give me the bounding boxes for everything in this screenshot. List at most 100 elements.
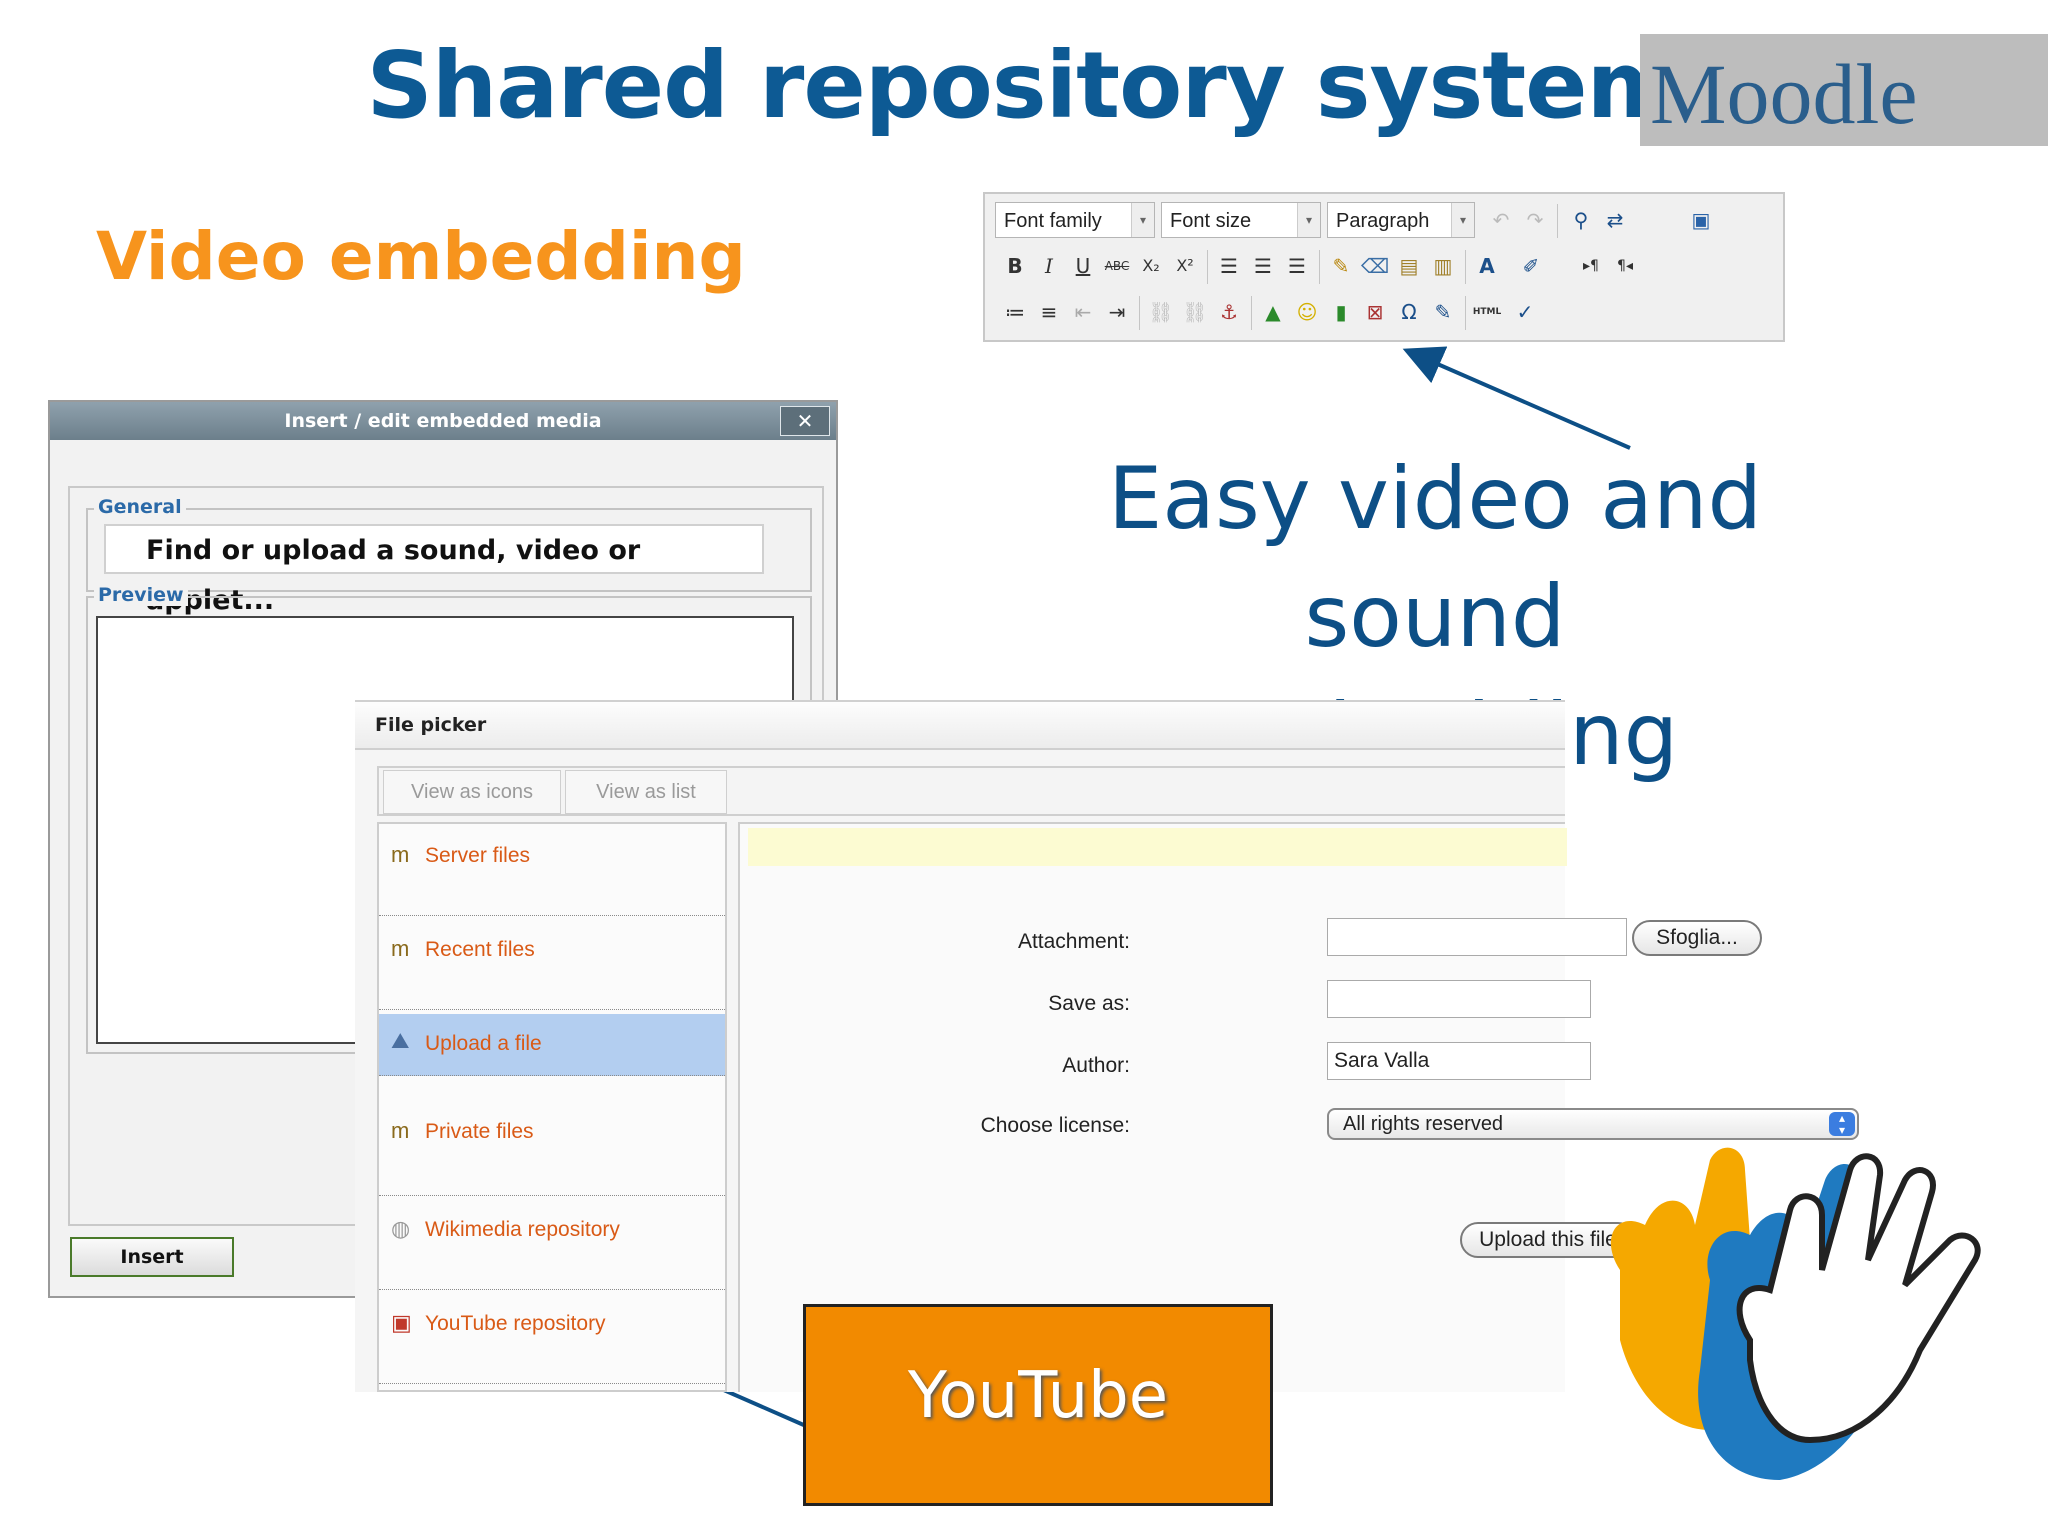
upload-panel: Attachment: Sfoglia... Save as: Author: … (738, 822, 1859, 1392)
emoticon-icon[interactable]: ☺ (1296, 300, 1318, 324)
bullet-list-icon[interactable]: ≔ (1005, 300, 1025, 324)
moodle-logo: Moodle (1650, 46, 1918, 142)
undo-icon[interactable]: ↶ (1492, 208, 1510, 232)
underline-icon[interactable]: U (1075, 254, 1091, 278)
fullscreen-icon[interactable]: ▣ (1691, 208, 1711, 232)
repo-item-recent-files[interactable]: m Recent files (379, 918, 725, 1010)
nonbreaking-icon[interactable]: ⊠ (1366, 300, 1384, 324)
font-family-label: Font family (1004, 210, 1102, 232)
ltr-icon[interactable]: ▸¶ (1583, 258, 1599, 274)
replace-icon[interactable]: ⇄ (1606, 208, 1624, 232)
outdent-icon[interactable]: ⇤ (1074, 300, 1092, 324)
moodle-logo-box (1640, 34, 2048, 146)
toolbar-divider (1139, 296, 1140, 330)
media-icon[interactable]: ▮ (1335, 300, 1347, 324)
upload-file-button[interactable]: Upload this file (1460, 1222, 1636, 1258)
toolbar-divider (1557, 204, 1558, 238)
dialog-titlebar: Insert / edit embedded media (50, 402, 836, 440)
repo-label: Server files (425, 844, 531, 867)
repo-label: Recent files (425, 938, 535, 961)
general-legend: General (94, 496, 186, 518)
upload-icon: ⛰ (391, 1028, 410, 1053)
edit-icon[interactable]: ✎ (1434, 300, 1452, 324)
toolbar-divider (1465, 250, 1466, 284)
repo-label: Upload a file (425, 1032, 542, 1055)
license-value: All rights reserved (1343, 1113, 1504, 1135)
font-size-select[interactable]: Font size ▾ (1161, 202, 1321, 238)
repo-item-private-files[interactable]: m Private files (379, 1078, 725, 1196)
text-color-icon[interactable]: A (1479, 254, 1495, 278)
youtube-callout-label: YouTube (907, 1359, 1169, 1433)
chevron-down-icon: ▾ (1451, 203, 1474, 237)
highlight-icon[interactable]: ✐ (1522, 254, 1540, 278)
author-field[interactable]: Sara Valla (1327, 1042, 1591, 1080)
superscript-icon[interactable]: X² (1176, 256, 1194, 275)
close-icon[interactable]: ✕ (780, 406, 830, 436)
paragraph-select[interactable]: Paragraph ▾ (1327, 202, 1475, 238)
browse-button[interactable]: Sfoglia... (1632, 920, 1762, 956)
toolbar-divider (1465, 296, 1466, 330)
insert-button[interactable]: Insert (70, 1237, 234, 1277)
attachment-label: Attachment: (1017, 930, 1130, 953)
slide-title: Shared repository system (366, 32, 1683, 139)
align-left-icon[interactable]: ☰ (1220, 254, 1238, 278)
strikethrough-icon[interactable]: ABC (1104, 259, 1130, 273)
repo-item-server-files[interactable]: m Server files (379, 824, 725, 916)
wikimedia-icon: ◍ (391, 1216, 411, 1241)
author-label: Author: (1062, 1054, 1130, 1077)
file-picker: File picker View as icons View as list m… (355, 700, 1859, 1392)
general-fieldset (86, 508, 812, 592)
toolbar-arrow (1402, 346, 1631, 450)
paragraph-label: Paragraph (1336, 210, 1430, 232)
white-hand (1736, 1153, 1981, 1444)
repo-label: Private files (425, 1120, 534, 1143)
chevron-down-icon: ▾ (1297, 203, 1320, 237)
file-picker-title: File picker (355, 700, 1565, 750)
italic-icon[interactable]: I (1045, 254, 1053, 278)
find-icon[interactable]: ⚲ (1573, 208, 1589, 232)
repo-item-upload-file[interactable]: ⛰ Upload a file (379, 1014, 725, 1076)
eraser-icon[interactable]: ⌫ (1360, 254, 1390, 278)
license-select[interactable]: All rights reserved ▴▾ (1327, 1108, 1859, 1140)
save-as-field[interactable] (1327, 980, 1591, 1018)
repo-item-youtube[interactable]: ▣ YouTube repository (379, 1292, 725, 1384)
redo-icon[interactable]: ↷ (1526, 208, 1544, 232)
link-icon[interactable]: ⛓ (1148, 300, 1174, 324)
repo-label: Wikimedia repository (425, 1218, 620, 1241)
spellcheck-icon[interactable]: ✓ (1516, 300, 1534, 324)
special-char-icon[interactable]: Ω (1401, 300, 1417, 324)
paste-word-icon[interactable]: ▥ (1433, 254, 1453, 278)
bold-icon[interactable]: B (1007, 254, 1023, 278)
font-size-label: Font size (1170, 210, 1252, 232)
align-right-icon[interactable]: ☰ (1288, 254, 1306, 278)
align-center-icon[interactable]: ☰ (1254, 254, 1272, 278)
repo-label: YouTube repository (425, 1312, 606, 1335)
repo-item-wikimedia[interactable]: ◍ Wikimedia repository (379, 1198, 725, 1290)
rtl-icon[interactable]: ¶◂ (1617, 258, 1633, 274)
font-family-select[interactable]: Font family ▾ (995, 202, 1155, 238)
numbered-list-icon[interactable]: ≡ (1040, 300, 1058, 324)
message-bar (748, 828, 1567, 866)
subscript-icon[interactable]: X₂ (1142, 256, 1160, 275)
slide-subtitle: Video embedding (96, 218, 746, 295)
unlink-icon[interactable]: ⛓ (1182, 300, 1208, 324)
attachment-field[interactable] (1327, 918, 1627, 956)
editor-toolbar: Font family ▾ Font size ▾ Paragraph ▾ ↶ ↷ ⚲… (983, 192, 1785, 342)
indent-icon[interactable]: ⇥ (1108, 300, 1126, 324)
tab-view-as-icons[interactable]: View as icons (383, 770, 561, 814)
paste-text-icon[interactable]: ▤ (1399, 254, 1419, 278)
cleanup-icon[interactable]: ✎ (1332, 254, 1350, 278)
hands-logo (1610, 1147, 1981, 1480)
anchor-icon[interactable]: ⚓ (1220, 300, 1238, 324)
html-icon[interactable]: HTML (1472, 307, 1502, 317)
tab-view-as-list[interactable]: View as list (565, 770, 727, 814)
chevron-down-icon: ▾ (1131, 203, 1154, 237)
toolbar-divider (1251, 296, 1252, 330)
moodle-icon: m (391, 936, 410, 961)
toolbar-divider (1207, 250, 1208, 284)
image-icon[interactable]: ▲ (1265, 300, 1281, 324)
save-as-label: Save as: (1048, 992, 1130, 1015)
view-tabs: View as icons View as list (377, 766, 1565, 816)
caption-line-1: Easy video and sound (1107, 449, 1763, 667)
preview-legend: Preview (94, 584, 188, 606)
